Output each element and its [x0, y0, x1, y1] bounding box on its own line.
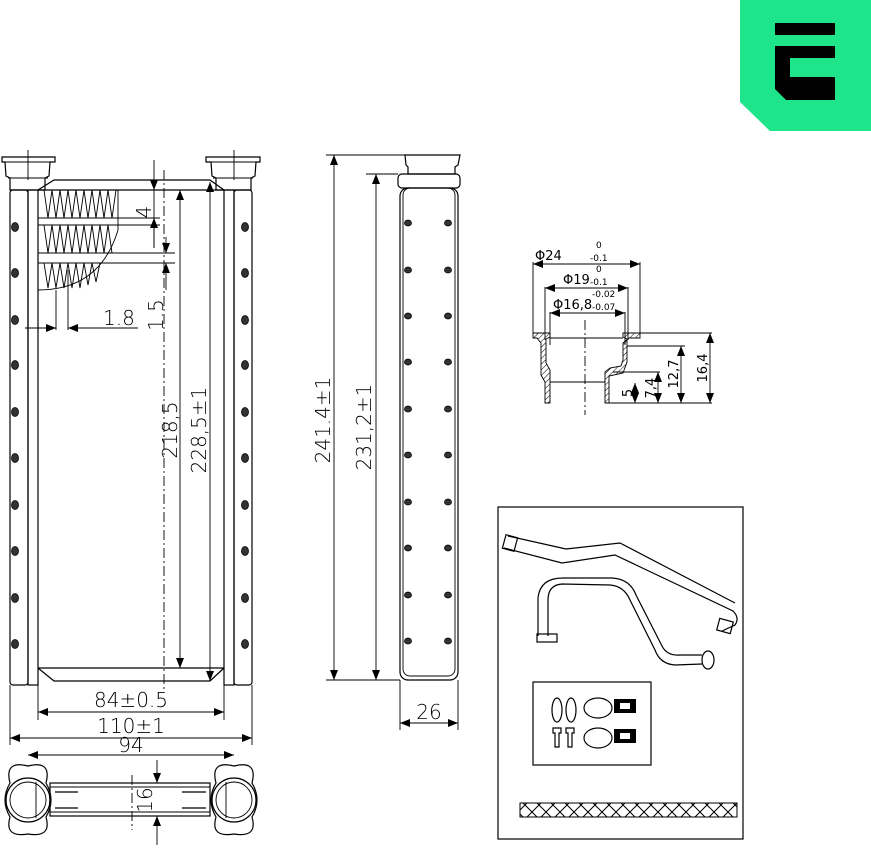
dim-fin-pitch: 4: [132, 206, 156, 219]
bolt-icon: [552, 727, 575, 748]
accessories-panel: [497, 506, 744, 840]
tol-outer-lower: -0.1: [590, 254, 608, 264]
dim-depth: 26: [416, 700, 441, 724]
dim-overall-core-height: 228,5±1: [187, 387, 211, 474]
svg-text:Φ19: Φ19: [563, 273, 590, 288]
dim-overall-width: 110±1: [97, 714, 165, 738]
tol-inner-lower: -0.07: [592, 303, 615, 313]
tol-mid-lower: -0.1: [590, 278, 608, 288]
dim-tube-gap: 1.8: [103, 306, 135, 330]
dim-fin-thickness: 1.5: [144, 299, 168, 331]
dim-core-height: 218,5: [158, 401, 182, 458]
dim-outer-diameter: Φ24: [535, 249, 562, 264]
dim-thickness: 16: [133, 787, 157, 812]
dim-h3: 12,7: [667, 360, 682, 389]
dim-h2: 7,4: [644, 378, 659, 399]
sealing-strip-icon: [519, 802, 738, 818]
tol-mid-upper: 0: [596, 265, 602, 275]
svg-text:Φ16,8: Φ16,8: [553, 298, 592, 313]
dim-core-width: 84±0.5: [94, 688, 168, 712]
side-view: 241.4±1 231,2±1 26: [311, 154, 461, 730]
top-view: 94 16: [4, 733, 258, 845]
dim-inner-diameter: Φ16,8: [553, 298, 592, 313]
pipe-set-icon: [501, 533, 738, 670]
brand-logo: [740, 0, 871, 131]
dim-tank-height: 231,2±1: [352, 384, 376, 471]
dim-total-height: 241.4±1: [311, 377, 335, 464]
right-pipe-fitting: [205, 156, 261, 191]
tank-rivets: [11, 222, 249, 649]
svg-text:Φ24: Φ24: [535, 249, 562, 264]
tol-inner-upper: -0.02: [592, 290, 615, 300]
dim-h1: 5: [621, 389, 636, 397]
tol-outer-upper: 0: [596, 241, 602, 251]
fin-detail: [37, 189, 175, 330]
pipe-section-detail: Φ24 0 -0.1 Φ19 0 -0.1 Φ16,8 -0.02 -0.07 …: [532, 241, 714, 415]
front-view: 4 1.5 1.8 218,5 228,5±1 84±0.5 110±1: [1, 150, 261, 745]
dim-pipe-spacing: 94: [118, 733, 143, 757]
hose-clamp-icon: [583, 697, 636, 749]
dim-h4: 16,4: [696, 354, 711, 383]
side-rivets: [404, 219, 452, 645]
o-ring-icon: [551, 697, 577, 723]
dim-mid-diameter: Φ19: [563, 273, 590, 288]
